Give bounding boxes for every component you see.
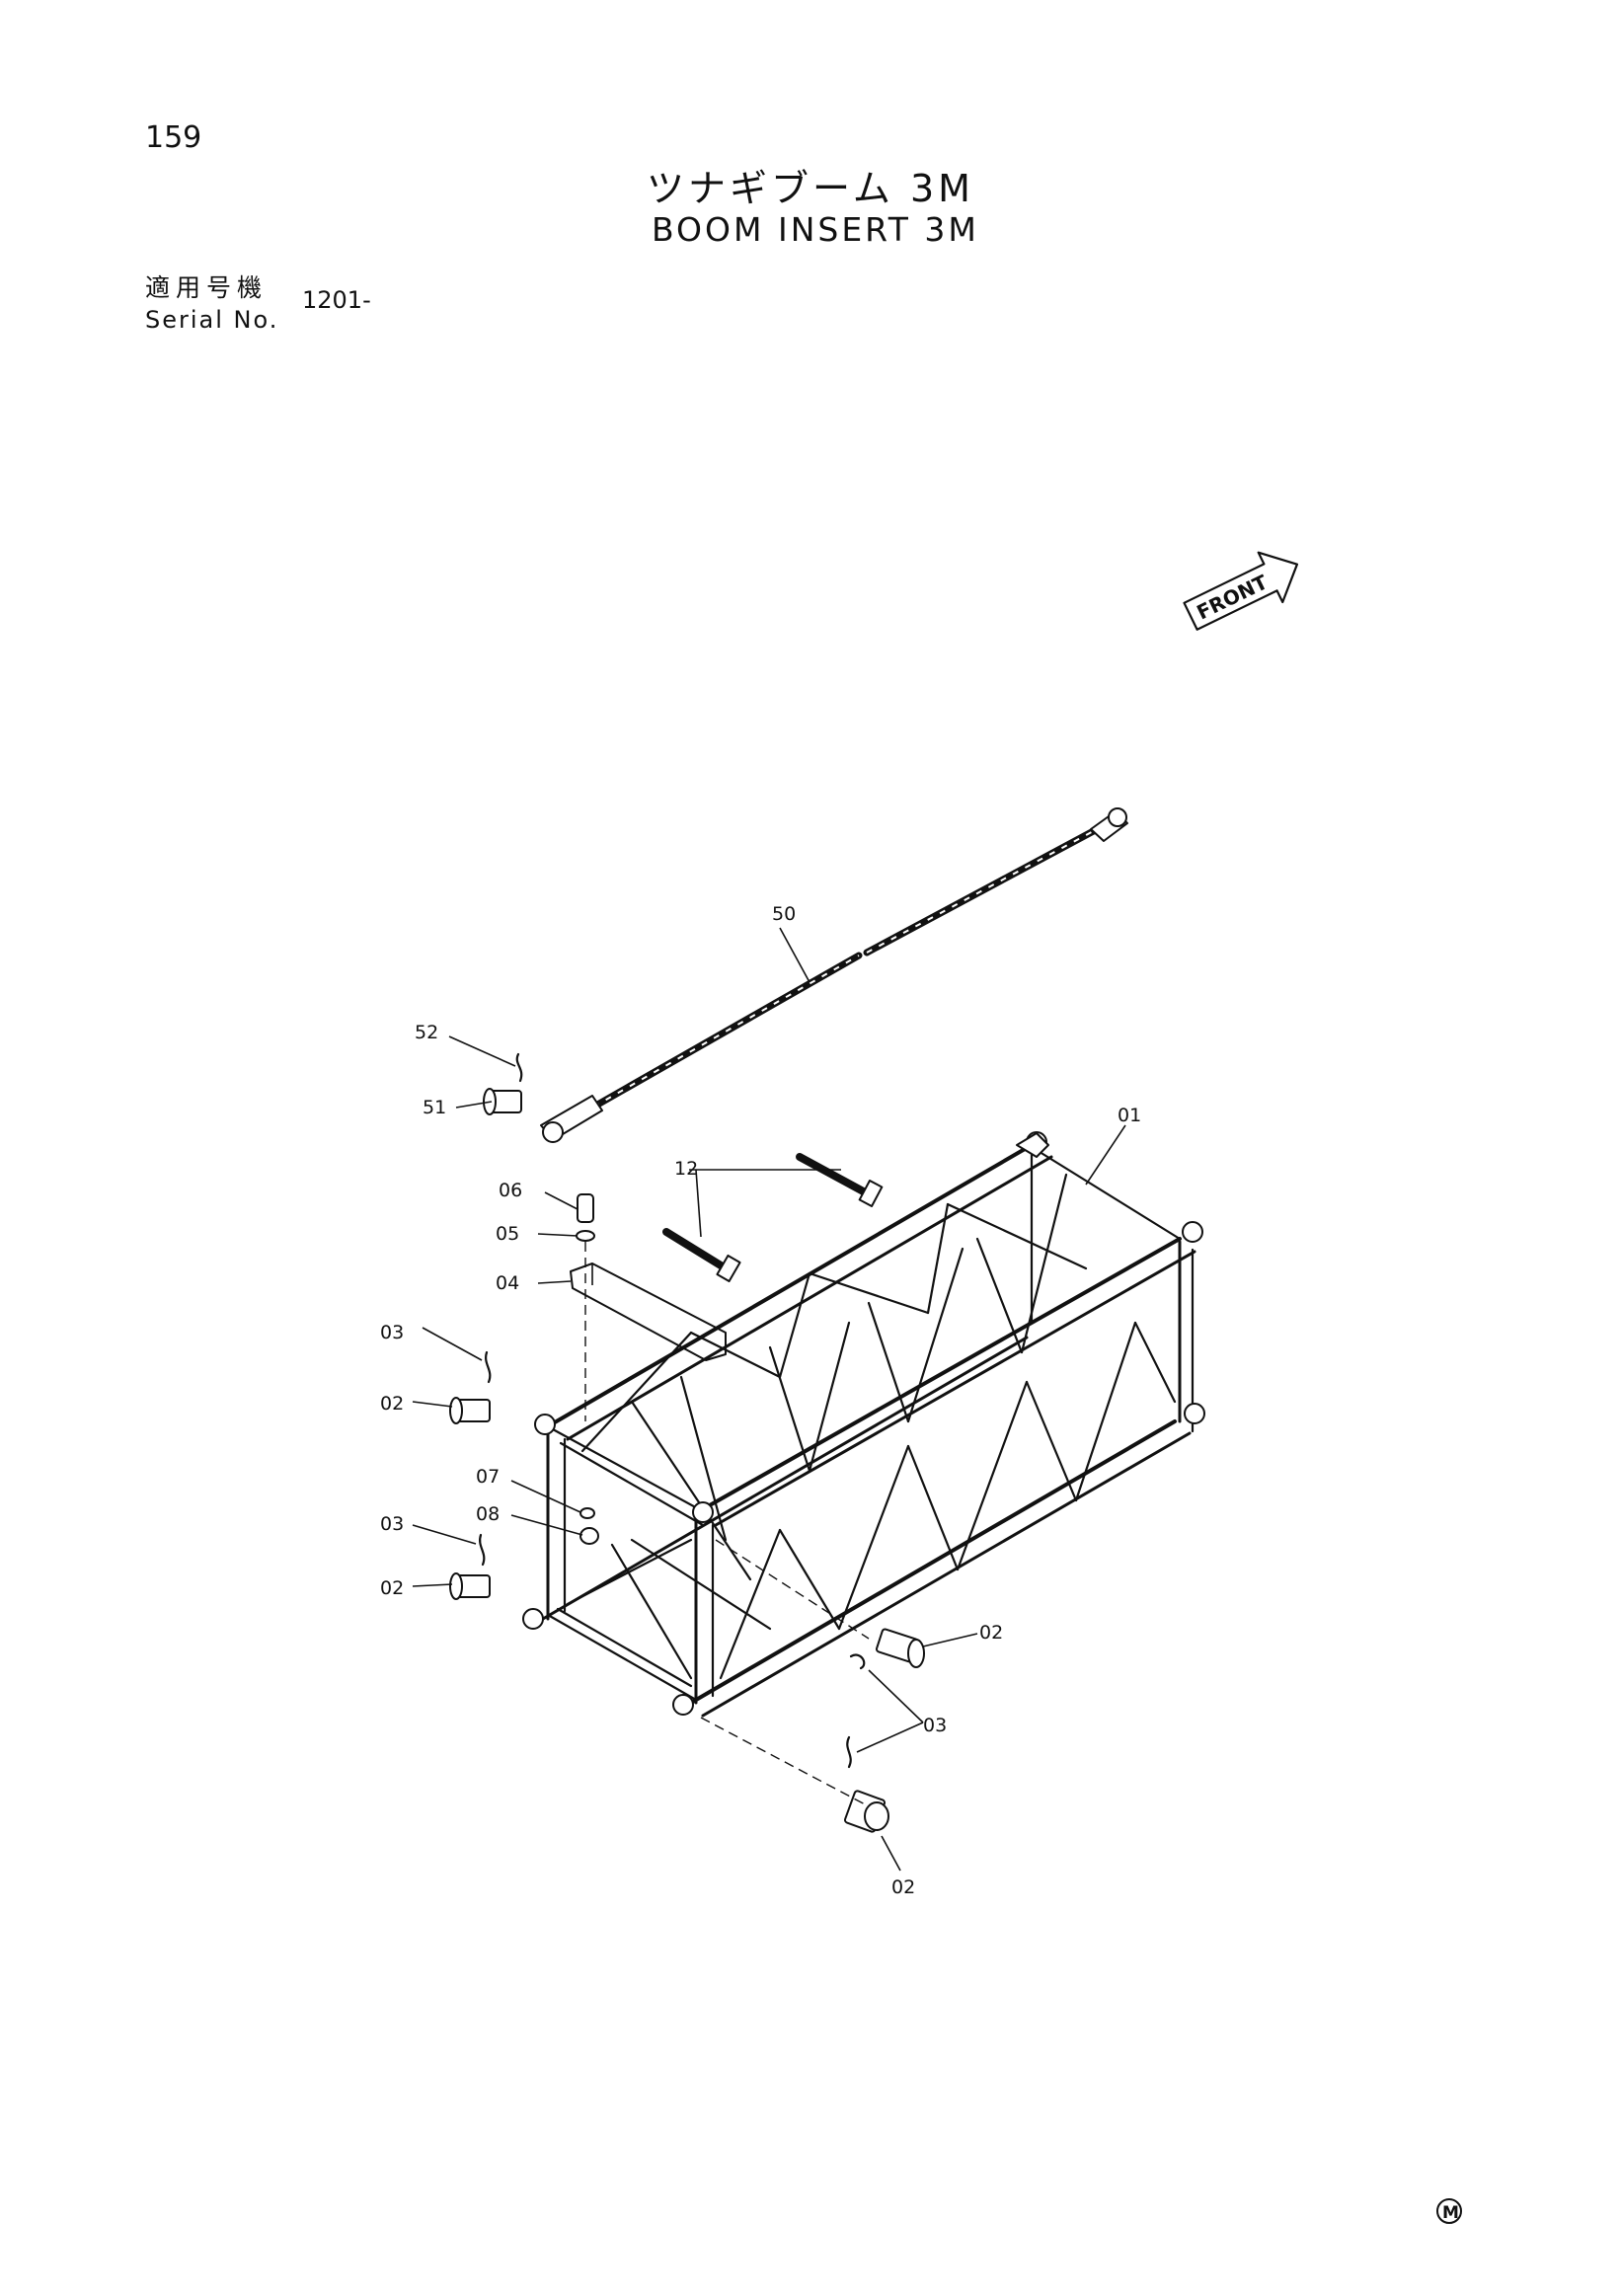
callout-03-upper-left: 03 — [380, 1322, 404, 1343]
pin-02-lower-left — [449, 1572, 491, 1600]
page-number: 159 — [145, 120, 202, 155]
serial-label-english: Serial No. — [145, 306, 279, 334]
callout-52: 52 — [415, 1022, 438, 1043]
clip-03-upper-left — [485, 1350, 492, 1384]
footer-mark-icon: M — [1436, 2198, 1462, 2224]
callout-03-right: 03 — [923, 1715, 947, 1736]
bolt-06 — [577, 1193, 594, 1223]
clip-03-right — [849, 1653, 866, 1670]
pin-51 — [483, 1088, 522, 1115]
front-arrow-icon: FRONT — [1183, 551, 1299, 631]
pin-02-bottom — [843, 1790, 889, 1833]
callout-04: 04 — [496, 1272, 519, 1294]
nut-07 — [579, 1507, 595, 1519]
alignment-line-right — [715, 1539, 870, 1640]
clip-03-bottom — [846, 1735, 852, 1769]
callout-01: 01 — [1118, 1105, 1141, 1126]
clip-52 — [515, 1052, 523, 1083]
serial-label-japanese: 適用号機 — [145, 273, 269, 302]
pin-02-right — [876, 1628, 925, 1668]
page-title-japanese: ツナギブーム 3M — [647, 167, 974, 210]
callout-08: 08 — [476, 1503, 500, 1525]
footer-mark-label: M — [1442, 2203, 1459, 2223]
callout-02-lower-left: 02 — [380, 1577, 404, 1599]
bolt-12-lower — [662, 1228, 741, 1283]
alignment-line-bottom — [700, 1717, 870, 1807]
page-title-english: BOOM INSERT 3M — [652, 210, 979, 249]
pin-02-upper-left — [449, 1397, 491, 1424]
callout-02-bottom: 02 — [891, 1876, 915, 1898]
boom-insert-frame-01 — [522, 1131, 1205, 1718]
clip-03-lower-left — [479, 1533, 486, 1567]
bolt-12-upper — [796, 1153, 884, 1207]
washer-08 — [579, 1527, 599, 1545]
callout-03-lower-left: 03 — [380, 1513, 404, 1535]
pendant-rod-50 — [540, 807, 1128, 1143]
callout-51: 51 — [423, 1097, 446, 1118]
plate-04 — [570, 1263, 727, 1361]
callout-50: 50 — [772, 903, 796, 925]
callout-02-right: 02 — [979, 1622, 1003, 1644]
leader-lines — [412, 927, 1126, 1872]
callout-07: 07 — [476, 1466, 500, 1488]
callout-12: 12 — [674, 1158, 698, 1180]
serial-number-value: 1201- — [302, 286, 371, 314]
washer-05 — [576, 1230, 595, 1242]
callout-02-upper-left: 02 — [380, 1393, 404, 1415]
callout-06: 06 — [499, 1180, 522, 1201]
callout-05: 05 — [496, 1223, 519, 1245]
